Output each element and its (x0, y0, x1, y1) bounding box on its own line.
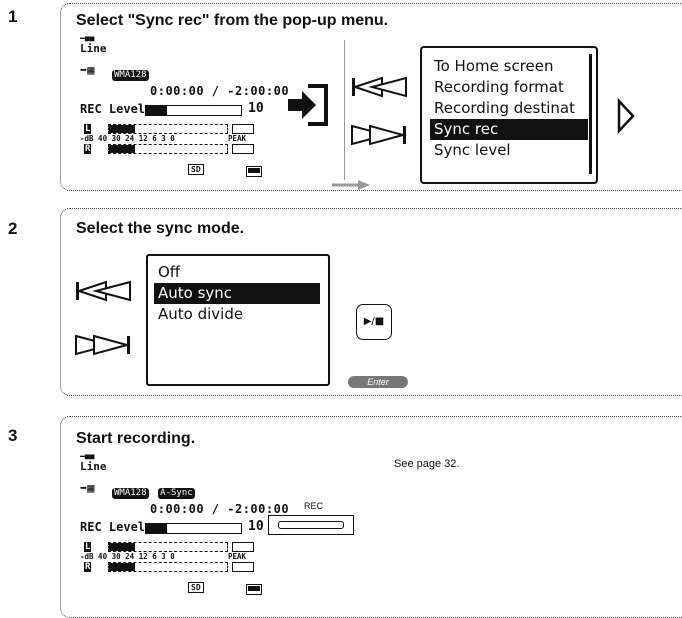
db-scale: -dB 40 30 24 12 6 3 0 (80, 134, 175, 143)
sd-card-badge: SD (188, 582, 204, 593)
divider (344, 40, 345, 180)
rec-level-bar (145, 105, 242, 116)
rewind-icon[interactable] (74, 280, 132, 302)
format-badge: WMA128 (112, 70, 149, 81)
menu-scrollbar[interactable] (589, 54, 592, 174)
db-scale: -dB 40 30 24 12 6 3 0 (80, 552, 175, 561)
input-label: Line (80, 42, 107, 55)
play-stop-button[interactable]: ▶/■ (356, 304, 392, 340)
menu-item[interactable]: Recording format (434, 78, 564, 96)
peak-box-left (232, 542, 254, 552)
menu-item[interactable]: Auto sync (154, 283, 320, 304)
peak-label: PEAK (228, 552, 247, 561)
line-input-icon: ━■■ (80, 452, 95, 461)
meter-left (108, 542, 228, 552)
peak-box-left (232, 124, 254, 134)
fast-forward-icon[interactable] (74, 334, 132, 356)
next-arrow-icon (617, 98, 635, 134)
arrow-mic-icon: ➡▦ (80, 63, 95, 77)
lcd-display-step1: ━■■ Line ➡▦ WMA128 0:00:00 / -2:00:00 RE… (80, 34, 289, 184)
battery-icon (246, 584, 262, 595)
enter-label: Enter (348, 376, 408, 388)
step-3-title: Start recording. (76, 430, 196, 447)
channel-left-label: L (84, 124, 92, 134)
step-1-number: 1 (8, 7, 18, 26)
format-badge: WMA128 (112, 488, 149, 499)
peak-label: PEAK (228, 134, 247, 143)
step-1-title: Select "Sync rec" from the pop-up menu. (76, 12, 389, 29)
menu-item[interactable]: To Home screen (434, 57, 554, 75)
rec-level-fill (146, 524, 167, 533)
rec-level-label: REC Level (80, 520, 146, 534)
fast-forward-icon[interactable] (350, 124, 408, 146)
input-label: Line (80, 460, 107, 473)
rec-level-value: 10 (248, 519, 264, 534)
flow-arrow (332, 180, 370, 190)
meter-right (108, 562, 228, 572)
step-1-panel (60, 3, 682, 191)
rec-level-label: REC Level (80, 102, 146, 116)
time-readout: 0:00:00 / -2:00:00 (150, 502, 290, 516)
peak-box-right (232, 144, 254, 154)
menu-item[interactable]: Sync level (434, 141, 511, 159)
sync-badge: A-Sync (158, 488, 195, 499)
rec-level-bar (145, 523, 242, 534)
peak-box-right (232, 562, 254, 572)
meter-right (108, 144, 228, 154)
menu-item[interactable]: Auto divide (158, 305, 244, 323)
battery-icon (246, 166, 262, 177)
channel-right-label: R (84, 562, 92, 572)
arrow-mic-icon: ➡▦ (80, 481, 95, 495)
enter-submenu-icon[interactable] (286, 82, 332, 128)
menu-item[interactable]: Off (158, 263, 181, 281)
step-2-title: Select the sync mode. (76, 220, 245, 237)
step-2-number: 2 (8, 219, 18, 238)
channel-left-label: L (84, 542, 92, 552)
rec-button[interactable] (268, 515, 354, 535)
rec-button-label: REC (304, 501, 324, 511)
time-readout: 0:00:00 / -2:00:00 (150, 84, 290, 98)
menu-item[interactable]: Recording destinat (434, 99, 575, 117)
menu-item[interactable]: Sync rec (430, 119, 588, 140)
step-3-number: 3 (8, 426, 18, 445)
rec-level-fill (146, 106, 167, 115)
see-page-note: See page 32. (394, 458, 460, 470)
sd-card-badge: SD (188, 164, 204, 175)
lcd-display-step3: ━■■ Line ➡▦ WMA128 A-Sync 0:00:00 / -2:0… (80, 452, 289, 602)
rewind-icon[interactable] (350, 76, 408, 98)
channel-right-label: R (84, 144, 92, 154)
meter-left (108, 124, 228, 134)
rec-level-value: 10 (248, 101, 264, 116)
line-input-icon: ━■■ (80, 34, 95, 43)
step-2-panel (60, 208, 682, 396)
